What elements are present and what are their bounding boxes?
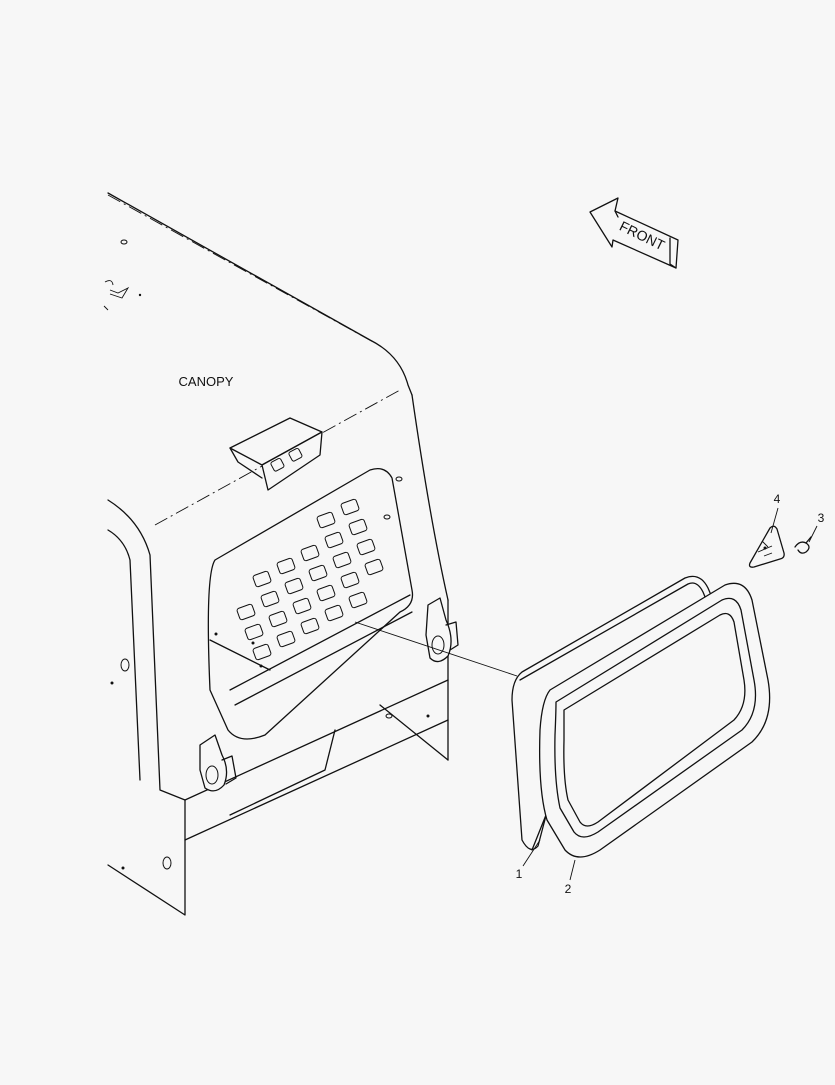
canopy-top-bracket [229, 417, 323, 491]
grille-slot [340, 571, 360, 589]
grille-slot [348, 518, 368, 536]
grille-slot [300, 617, 320, 635]
grille-slot [252, 643, 272, 661]
right-hinge [425, 597, 459, 663]
grille-slot [340, 498, 360, 516]
grille-slot [300, 544, 320, 562]
grille-slot [252, 570, 272, 588]
grille-slot [348, 591, 368, 609]
grille-slot [356, 538, 376, 556]
callout-2: 2 [565, 882, 572, 896]
grille-slot [236, 603, 256, 621]
grille-slot [292, 597, 312, 615]
canopy-label: CANOPY [179, 374, 234, 389]
grille-slot [276, 630, 296, 648]
grille-slot [260, 590, 280, 608]
part-4-warning-decal [748, 525, 785, 568]
grille-slot [364, 558, 384, 576]
grille-slot [284, 577, 304, 595]
callout-1: 1 [516, 867, 523, 881]
part-2-window-seal [538, 582, 771, 858]
grille-slot [276, 557, 296, 575]
assembly-leader-line [354, 621, 518, 677]
callout-3: 3 [818, 511, 825, 525]
callout-leaders [522, 507, 818, 881]
grille-slot [308, 564, 328, 582]
canopy-grille [236, 498, 384, 661]
grille-slot [268, 610, 288, 628]
grille-slot [244, 623, 264, 641]
part-3-clip [794, 536, 812, 554]
grille-slot [332, 551, 352, 569]
grille-slot [316, 511, 336, 529]
grille-slot [324, 531, 344, 549]
front-direction-arrow: FRONT [589, 197, 679, 269]
callout-4: 4 [774, 492, 781, 506]
canopy-assembly: CANOPY [103, 192, 459, 916]
grille-slot [316, 584, 336, 602]
grille-slot [324, 604, 344, 622]
left-hinge [199, 734, 237, 792]
